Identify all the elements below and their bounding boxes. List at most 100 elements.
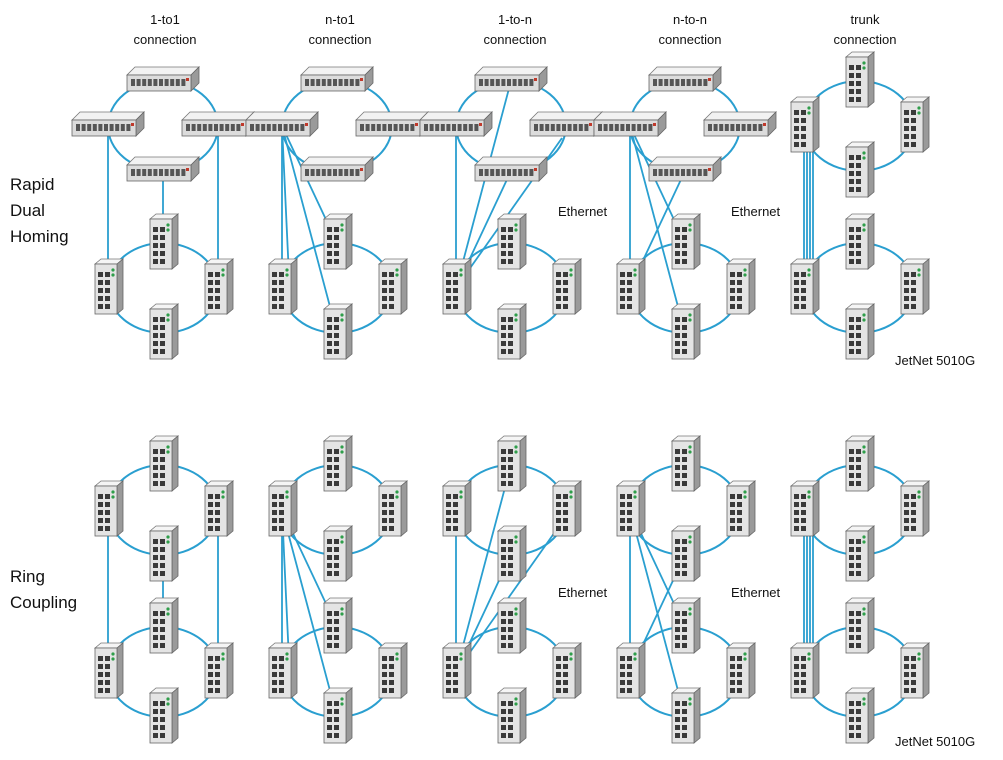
din-switch-icon (441, 480, 473, 537)
din-switch-icon (899, 258, 931, 315)
din-switch-icon (899, 480, 931, 537)
din-switch-icon (899, 96, 931, 153)
din-switch-icon (496, 525, 528, 582)
din-switch-icon (148, 303, 180, 360)
row-label-line1: Ring (10, 567, 45, 586)
uplink-line (629, 509, 686, 718)
column-header-line1: 1-to1 (150, 12, 180, 27)
din-switch-icon (322, 303, 354, 360)
din-switch-icon (377, 258, 409, 315)
din-switch-icon (670, 213, 702, 270)
din-switch-icon (615, 480, 647, 537)
din-switch-icon (496, 303, 528, 360)
din-switch-icon (441, 642, 473, 699)
din-switch-icon (267, 642, 299, 699)
din-switch-icon (615, 642, 647, 699)
uplink-line (281, 125, 338, 334)
din-switch-icon (322, 435, 354, 492)
row-label-line1: Rapid (10, 175, 55, 194)
column-header-1ton: 1-to-n connection (460, 10, 570, 50)
din-switch-icon (844, 597, 876, 654)
din-switch-icon (93, 480, 125, 537)
din-switch-icon (322, 525, 354, 582)
din-switch-icon (844, 213, 876, 270)
row-label-ring-coupling: Ring Coupling (10, 564, 77, 616)
column-header-line2: connection (133, 32, 197, 47)
din-switch-icon (148, 213, 180, 270)
din-switch-icon (670, 303, 702, 360)
din-switch-icon (551, 642, 583, 699)
device-model-label: JetNet 5010G (895, 353, 976, 368)
din-switch-icon (203, 642, 235, 699)
column-header-line1: trunk (850, 12, 880, 27)
din-switch-icon (496, 435, 528, 492)
ethernet-label: Ethernet (558, 204, 608, 219)
din-switch-icon (377, 642, 409, 699)
column-header-line2: connection (833, 32, 897, 47)
din-switch-icon (441, 258, 473, 315)
ethernet-label: Ethernet (731, 585, 781, 600)
din-switch-icon (203, 480, 235, 537)
din-switch-icon (899, 642, 931, 699)
rack-switch-icon (245, 111, 319, 137)
din-switch-icon (267, 258, 299, 315)
uplink-line (629, 125, 686, 334)
rack-switch-icon (648, 156, 722, 182)
din-switch-icon (844, 525, 876, 582)
din-switch-icon (148, 525, 180, 582)
din-switch-icon (93, 642, 125, 699)
din-switch-icon (496, 687, 528, 744)
din-switch-icon (789, 480, 821, 537)
column-header-nton: n-to-n connection (635, 10, 745, 50)
din-switch-icon (93, 258, 125, 315)
rack-switch-icon (419, 111, 493, 137)
din-switch-icon (615, 258, 647, 315)
rack-switch-icon (474, 156, 548, 182)
din-switch-icon (322, 687, 354, 744)
din-switch-icon (551, 480, 583, 537)
row-label-line2: Coupling (10, 593, 78, 612)
din-switch-icon (496, 213, 528, 270)
column-header-line1: 1-to-n (498, 12, 532, 27)
din-switch-icon (322, 213, 354, 270)
din-switch-icon (148, 687, 180, 744)
din-switch-icon (844, 303, 876, 360)
column-header-line2: connection (308, 32, 372, 47)
uplink-line (455, 464, 512, 673)
rack-switch-icon (648, 66, 722, 92)
rack-switch-icon (300, 66, 374, 92)
rack-switch-icon (181, 111, 255, 137)
row-label-line2: Dual (10, 201, 45, 220)
din-switch-icon (844, 51, 876, 108)
column-header-line2: connection (483, 32, 547, 47)
din-switch-icon (670, 435, 702, 492)
din-switch-icon (203, 258, 235, 315)
column-header-line2: connection (658, 32, 722, 47)
din-switch-icon (148, 597, 180, 654)
din-switch-icon (267, 480, 299, 537)
rack-switch-icon (593, 111, 667, 137)
din-switch-icon (670, 597, 702, 654)
din-switch-icon (148, 435, 180, 492)
din-switch-icon (844, 687, 876, 744)
column-header-line1: n-to1 (325, 12, 355, 27)
din-switch-icon (725, 642, 757, 699)
din-switch-icon (322, 597, 354, 654)
uplink-line (281, 509, 338, 718)
rack-switch-icon (474, 66, 548, 92)
rack-switch-icon (355, 111, 429, 137)
rack-switch-icon (126, 156, 200, 182)
rack-switch-icon (71, 111, 145, 137)
rack-switch-icon (126, 66, 200, 92)
rack-switch-icon (300, 156, 374, 182)
din-switch-icon (377, 480, 409, 537)
device-layer (71, 51, 931, 744)
din-switch-icon (725, 258, 757, 315)
rack-switch-icon (529, 111, 603, 137)
ethernet-label: Ethernet (731, 204, 781, 219)
din-switch-icon (789, 258, 821, 315)
uplink-line (455, 80, 512, 289)
din-switch-icon (844, 141, 876, 198)
